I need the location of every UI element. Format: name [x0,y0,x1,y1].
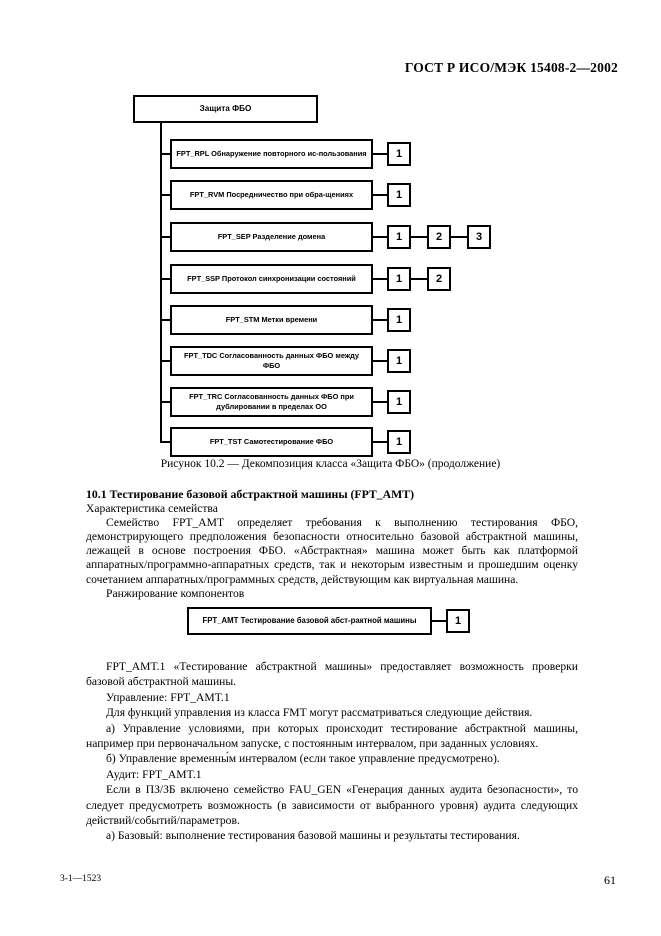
family-box-fpt-rvm: FPT_RVM Посредничество при обра-щениях [170,180,373,210]
section-text-block: 10.1 Тестирование базовой абстрактной ма… [86,487,578,601]
body-paragraph-5: б) Управление временны́м интервалом (есл… [106,752,500,766]
family-box-fpt-tdc: FPT_TDC Согласованность данных ФБО между… [170,346,373,376]
diagram-connector-line [373,236,387,238]
component-number: 1 [395,355,403,367]
diagram-connector-line [373,401,387,403]
diagram-connector-line [373,194,387,196]
component-number: 1 [395,436,403,448]
family-label: FPT_TST Самотестирование ФБО [209,437,334,446]
component-number: 1 [395,231,403,243]
family-label: FPT_AMT Тестирование базовой абст-рактно… [202,616,417,625]
diagram-branch-line [160,278,172,280]
body-paragraph-3: Для функций управления из класса FMT мог… [106,706,533,720]
class-decomposition-diagram: Защита ФБО FPT_RPL Обнаружение повторног… [0,95,661,457]
diagram-root-box: Защита ФБО [133,95,318,123]
family-box-fpt-trc: FPT_TRC Согласованность данных ФБО при д… [170,387,373,417]
diagram-branch-line [160,360,172,362]
diagram-branch-line [160,401,172,403]
component-box: 1 [387,308,411,332]
family-label: FPT_TRC Согласованность данных ФБО при д… [189,392,354,411]
component-box: 1 [387,183,411,207]
family-box-fpt-tst: FPT_TST Самотестирование ФБО [170,427,373,457]
family-box-fpt-stm: FPT_STM Метки времени [170,305,373,335]
family-box-fpt-rpl: FPT_RPL Обнаружение повторного ис-пользо… [170,139,373,169]
footer-signature: 3-1—1523 [60,874,102,884]
component-box: 1 [387,349,411,373]
family-label: FPT_SSP Протокол синхронизации состояний [187,274,356,283]
family-box-fpt-sep: FPT_SEP Разделение домена [170,222,373,252]
body-paragraph-2: Управление: FPT_AMT.1 [106,690,230,704]
family-box-fpt-ssp: FPT_SSP Протокол синхронизации состояний [170,264,373,294]
section-heading: 10.1 Тестирование базовой абстрактной ма… [86,487,415,501]
diagram-connector-line [451,236,467,238]
diagram-branch-line [160,153,172,155]
component-box: 1 [446,609,470,633]
component-box: 1 [387,267,411,291]
fpt-amt-diagram: FPT_AMT Тестирование базовой абст-рактно… [0,602,661,647]
component-number: 1 [395,314,403,326]
component-box: 2 [427,267,451,291]
diagram-connector-line [411,278,427,280]
diagram-branch-line [160,441,172,443]
component-number: 3 [475,231,483,243]
body-paragraph-8: а) Базовый: выполнение тестирования базо… [106,829,520,843]
component-box: 1 [387,142,411,166]
diagram-connector-line [373,360,387,362]
diagram-connector-line [432,620,446,622]
component-box: 1 [387,430,411,454]
family-label: FPT_RVM Посредничество при обра-щениях [189,190,354,199]
component-number: 1 [395,189,403,201]
component-number: 1 [395,396,403,408]
component-box: 2 [427,225,451,249]
diagram-connector-line [373,153,387,155]
body-text-block: FPT_AMT.1 «Тестирование абстрактной маши… [86,659,578,844]
diagram-connector-line [411,236,427,238]
diagram-connector-line [373,441,387,443]
body-paragraph-4: а) Управление условиями, при которых про… [86,721,578,751]
component-box: 1 [387,390,411,414]
component-number: 2 [435,273,443,285]
family-box-fpt-amt: FPT_AMT Тестирование базовой абст-рактно… [187,607,432,635]
component-number: 2 [435,231,443,243]
diagram-connector-line [373,319,387,321]
standard-code-header: ГОСТ Р ИСО/МЭК 15408-2—2002 [404,60,618,75]
diagram-branch-line [160,319,172,321]
family-label: FPT_RPL Обнаружение повторного ис-пользо… [176,149,367,158]
body-paragraph-6: Аудит: FPT_AMT.1 [106,767,202,781]
section-paragraph-1: Семейство FPT_AMT определяет требования … [86,516,578,586]
diagram-root-label: Защита ФБО [199,104,252,113]
diagram-trunk-line [160,123,162,441]
body-paragraph-1: FPT_AMT.1 «Тестирование абстрактной маши… [86,660,578,689]
component-number: 1 [454,615,462,627]
diagram-branch-line [160,194,172,196]
diagram-connector-line [373,278,387,280]
component-number: 1 [395,273,403,285]
component-box: 1 [387,225,411,249]
ranking-label: Ранжирование компонентов [106,586,245,600]
component-box: 3 [467,225,491,249]
component-number: 1 [395,148,403,160]
diagram-branch-line [160,236,172,238]
footer-page-number: 61 [604,873,616,887]
section-subheading: Характеристика семейства [86,502,218,516]
family-label: FPT_SEP Разделение домена [217,232,326,241]
body-paragraph-7: Если в ПЗ/ЗБ включено семейство FAU_GEN … [86,783,578,828]
figure-caption: Рисунок 10.2 — Декомпозиция класса «Защи… [160,458,501,470]
family-label: FPT_STM Метки времени [225,315,318,324]
family-label: FPT_TDC Согласованность данных ФБО между… [184,351,359,370]
